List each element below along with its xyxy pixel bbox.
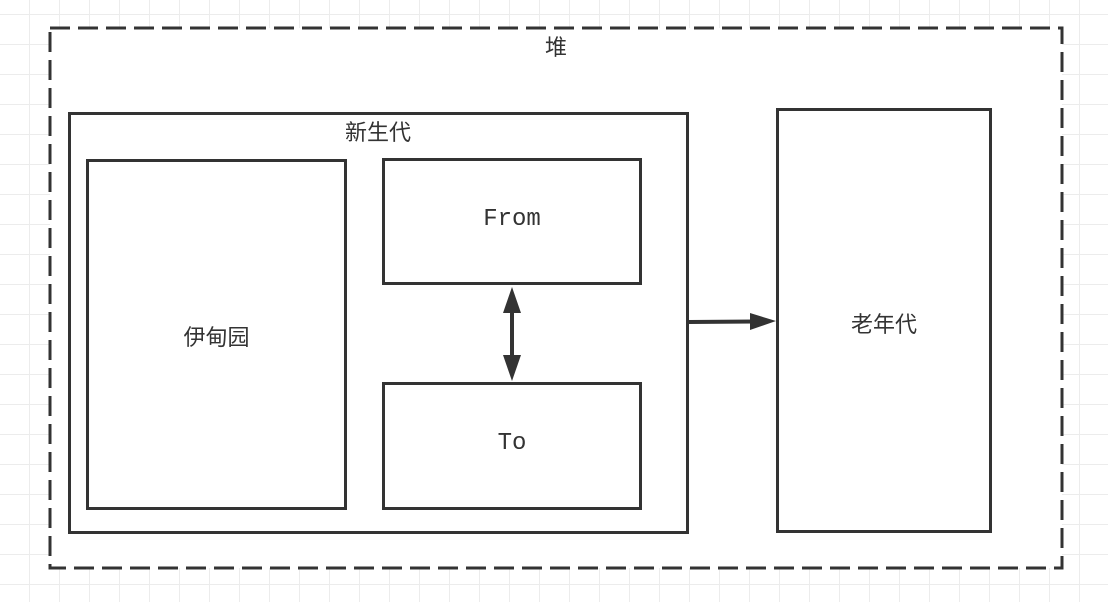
old-generation-label: 老年代 xyxy=(850,313,917,338)
arrowhead-down-icon xyxy=(503,355,521,381)
arrowhead-up-icon xyxy=(503,287,521,313)
to-survivor-box[interactable] xyxy=(382,382,642,510)
old-generation-box[interactable] xyxy=(776,108,992,533)
young-to-old-arrow[interactable] xyxy=(688,313,776,330)
from-label: From xyxy=(483,206,541,233)
from-survivor-box[interactable] xyxy=(382,158,642,285)
arrowhead-right-icon xyxy=(750,313,776,330)
to-label: To xyxy=(497,430,527,457)
young-generation-label: 新生代 xyxy=(344,121,411,146)
eden-label: 伊甸园 xyxy=(183,326,250,351)
eden-box[interactable] xyxy=(86,159,347,510)
from-to-bidirectional-arrow[interactable] xyxy=(503,287,521,381)
heap-label: 堆 xyxy=(544,36,567,61)
